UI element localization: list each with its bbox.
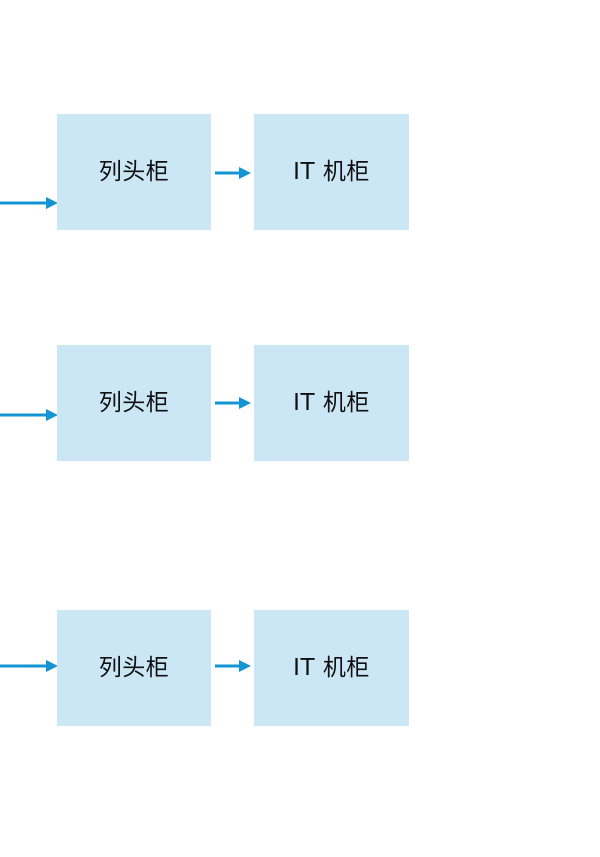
incoming-arrow-row-1	[0, 194, 60, 212]
node-label: 列头柜	[98, 389, 170, 416]
connector-arrow-row-1	[215, 164, 253, 182]
node-column-head-cabinet-row-2[interactable]: 列头柜	[57, 345, 211, 461]
connector-arrow-row-3	[215, 657, 253, 675]
incoming-arrow-row-3	[0, 657, 60, 675]
node-label: IT 机柜	[293, 389, 370, 416]
node-label: IT 机柜	[293, 654, 370, 681]
connector-arrow-row-2	[215, 394, 253, 412]
node-column-head-cabinet-row-3[interactable]: 列头柜	[57, 610, 211, 726]
node-label: 列头柜	[98, 654, 170, 681]
incoming-arrow-row-2	[0, 406, 60, 424]
node-label: 列头柜	[98, 158, 170, 185]
node-label: IT 机柜	[293, 158, 370, 185]
node-column-head-cabinet-row-1[interactable]: 列头柜	[57, 114, 211, 230]
node-it-cabinet-row-1[interactable]: IT 机柜	[254, 114, 409, 230]
node-it-cabinet-row-3[interactable]: IT 机柜	[254, 610, 409, 726]
node-it-cabinet-row-2[interactable]: IT 机柜	[254, 345, 409, 461]
